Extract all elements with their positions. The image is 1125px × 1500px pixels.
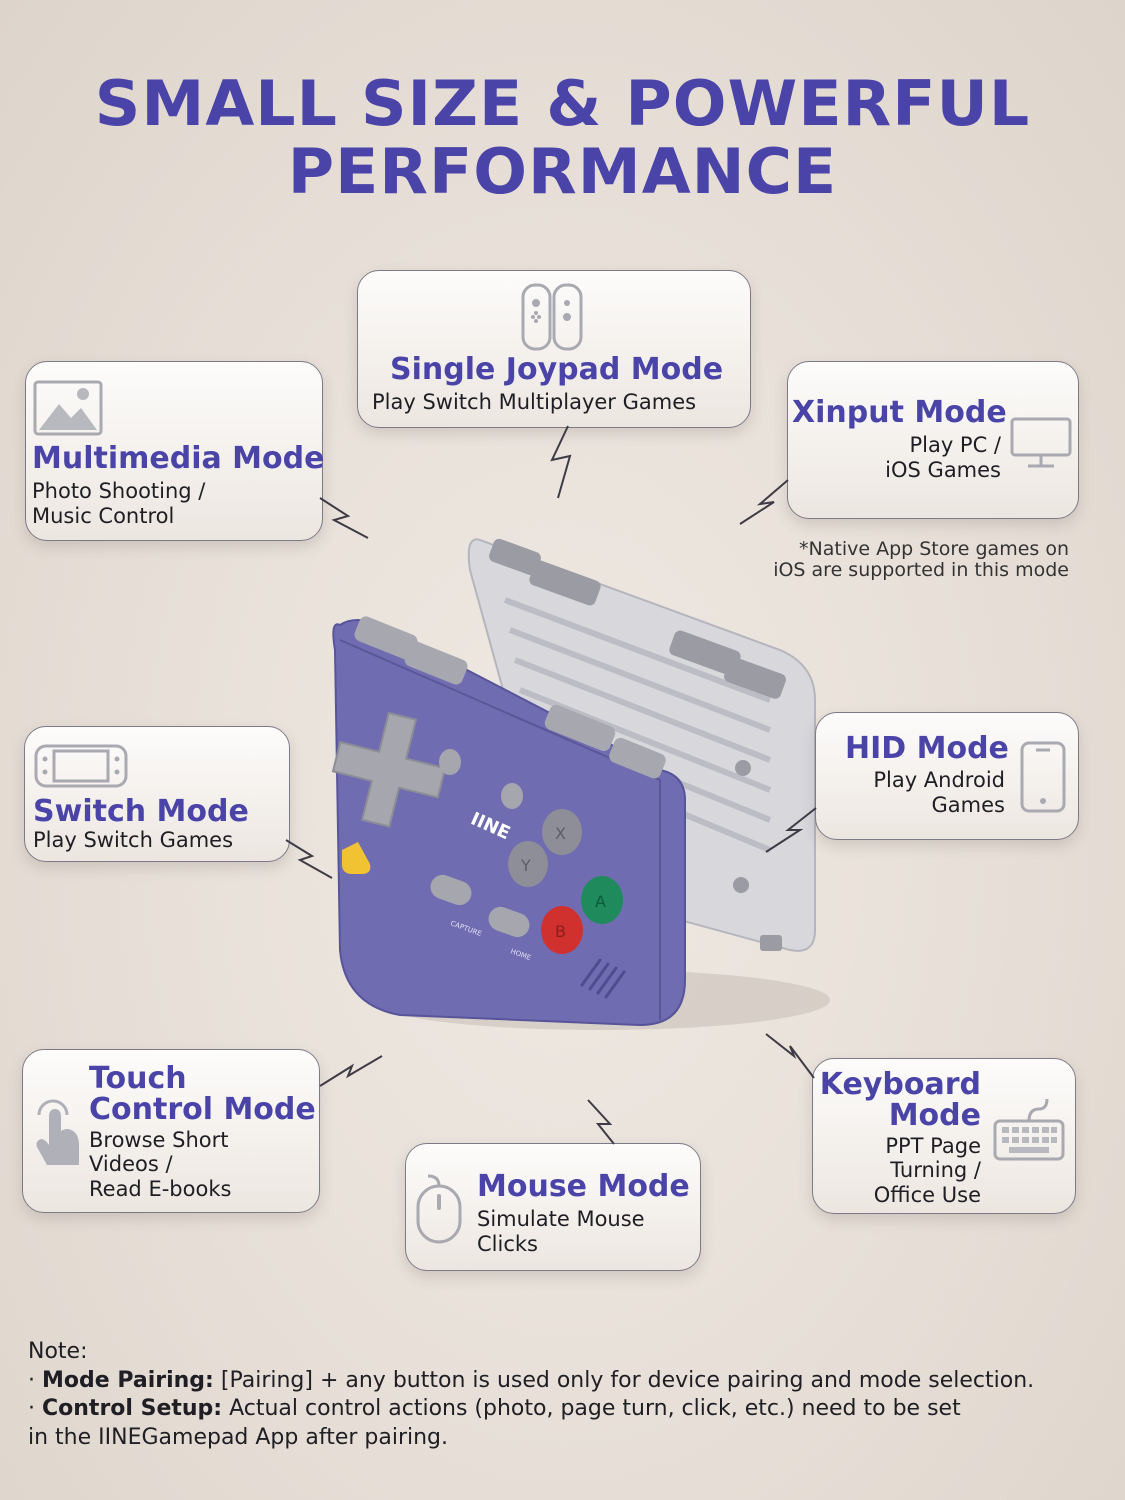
multimedia-mode-desc-2: Music Control xyxy=(32,504,175,528)
multimedia-mode-desc-1: Photo Shooting / xyxy=(32,479,206,503)
note-setup-text-1: Actual control actions (photo, page turn… xyxy=(229,1396,961,1421)
note-setup-text-2: in the IINEGamepad App after pairing. xyxy=(28,1424,449,1450)
keyboard-mode-desc-3: Office Use xyxy=(873,1183,981,1207)
monitor-icon xyxy=(1010,417,1072,468)
hid-mode-desc-1: Play Android xyxy=(873,768,1005,792)
mouse-mode-title: Mouse Mode xyxy=(477,1169,690,1204)
note-pairing-line: · Mode Pairing: [Pairing] + any button i… xyxy=(28,1367,1035,1393)
touch-control-mode-desc-2: Videos / xyxy=(89,1152,173,1176)
headline-line-2: PERFORMANCE xyxy=(287,135,838,208)
note-setup-label: Control Setup: xyxy=(42,1396,223,1421)
single-joypad-mode-title: Single Joypad Mode xyxy=(390,352,724,387)
multimedia-mode-title: Multimedia Mode xyxy=(32,441,325,476)
switch-mode-title: Switch Mode xyxy=(33,794,249,829)
touch-hand-icon xyxy=(36,1099,79,1165)
keyboard-mode-desc-1: PPT Page xyxy=(885,1134,981,1158)
note-heading: Note: xyxy=(28,1339,88,1364)
button-a-label: A xyxy=(595,892,606,911)
lightning-connector-single-joypad xyxy=(550,425,572,499)
hid-mode-card: HID Mode Play Android Games xyxy=(815,712,1079,840)
note-pairing-text: [Pairing] + any button is used only for … xyxy=(220,1367,1035,1393)
single-joypad-mode-card: Single Joypad Mode Play Switch Multiplay… xyxy=(357,270,751,428)
switch-mode-card: Switch Mode Play Switch Games xyxy=(24,726,290,862)
controller-illustration: IINE X Y A B CAPTURE HOME xyxy=(331,538,830,1030)
note-setup-line: · Control Setup: Actual control actions … xyxy=(28,1396,961,1421)
mouse-icon xyxy=(416,1174,462,1244)
single-joypad-mode-desc: Play Switch Multiplayer Games xyxy=(372,390,697,414)
note-block: Note: · Mode Pairing: [Pairing] + any bu… xyxy=(28,1338,1118,1452)
keyboard-mode-desc-2: Turning / xyxy=(890,1158,981,1182)
touch-control-mode-desc-1: Browse Short xyxy=(89,1128,229,1152)
lightning-connector-switch xyxy=(285,839,333,879)
button-b-label: B xyxy=(555,922,566,941)
keyboard-icon xyxy=(993,1098,1065,1161)
xinput-mode-title: Xinput Mode xyxy=(792,395,1007,430)
switch-mode-desc: Play Switch Games xyxy=(33,828,234,852)
multimedia-mode-card: Multimedia Mode Photo Shooting / Music C… xyxy=(25,361,325,541)
xinput-mode-desc-2: iOS Games xyxy=(885,458,1001,482)
keyboard-mode-title-2: Mode xyxy=(888,1098,981,1133)
mouse-mode-desc-2: Clicks xyxy=(477,1232,538,1256)
switch-console-icon xyxy=(34,744,128,788)
lightning-connector-mouse xyxy=(587,1099,615,1145)
hid-mode-title: HID Mode xyxy=(845,731,1009,766)
keyboard-mode-title-1: Keyboard xyxy=(819,1067,981,1102)
xinput-footnote-line-1: *Native App Store games on xyxy=(799,538,1069,560)
button-y-label: Y xyxy=(520,856,531,875)
mouse-mode-card: Mouse Mode Simulate Mouse Clicks xyxy=(405,1143,701,1271)
mouse-mode-desc-1: Simulate Mouse xyxy=(477,1207,645,1231)
controller-front-body: IINE X Y A B CAPTURE HOME xyxy=(331,616,686,1027)
phone-icon xyxy=(1020,741,1066,813)
touch-control-mode-title-1: Touch xyxy=(89,1061,187,1096)
headline-line-1: SMALL SIZE & POWERFUL xyxy=(94,67,1031,140)
note-pairing-label: Mode Pairing: xyxy=(42,1367,214,1393)
joycon-icon xyxy=(521,283,583,351)
button-x-label: X xyxy=(555,824,566,843)
xinput-footnote-line-2: iOS are supported in this mode xyxy=(773,559,1069,581)
controller-rear-body xyxy=(467,538,816,952)
touch-control-mode-desc-3: Read E-books xyxy=(89,1177,232,1201)
keyboard-mode-card: Keyboard Mode PPT Page Turning / Office … xyxy=(812,1058,1076,1214)
touch-control-mode-title-2: Control Mode xyxy=(89,1092,316,1127)
xinput-mode-card: Xinput Mode Play PC / iOS Games xyxy=(787,361,1079,519)
touch-control-mode-card: Touch Control Mode Browse Short Videos /… xyxy=(22,1049,320,1213)
lightning-connector-touch xyxy=(319,1055,383,1087)
image-icon xyxy=(33,380,103,436)
lightning-connector-keyboard xyxy=(765,1033,815,1079)
xinput-mode-desc-1: Play PC / xyxy=(909,433,1001,457)
hid-mode-desc-2: Games xyxy=(931,793,1005,817)
lightning-connector-multimedia xyxy=(319,497,369,539)
lightning-connector-xinput xyxy=(739,479,789,525)
lightning-connector-hid xyxy=(765,807,817,853)
